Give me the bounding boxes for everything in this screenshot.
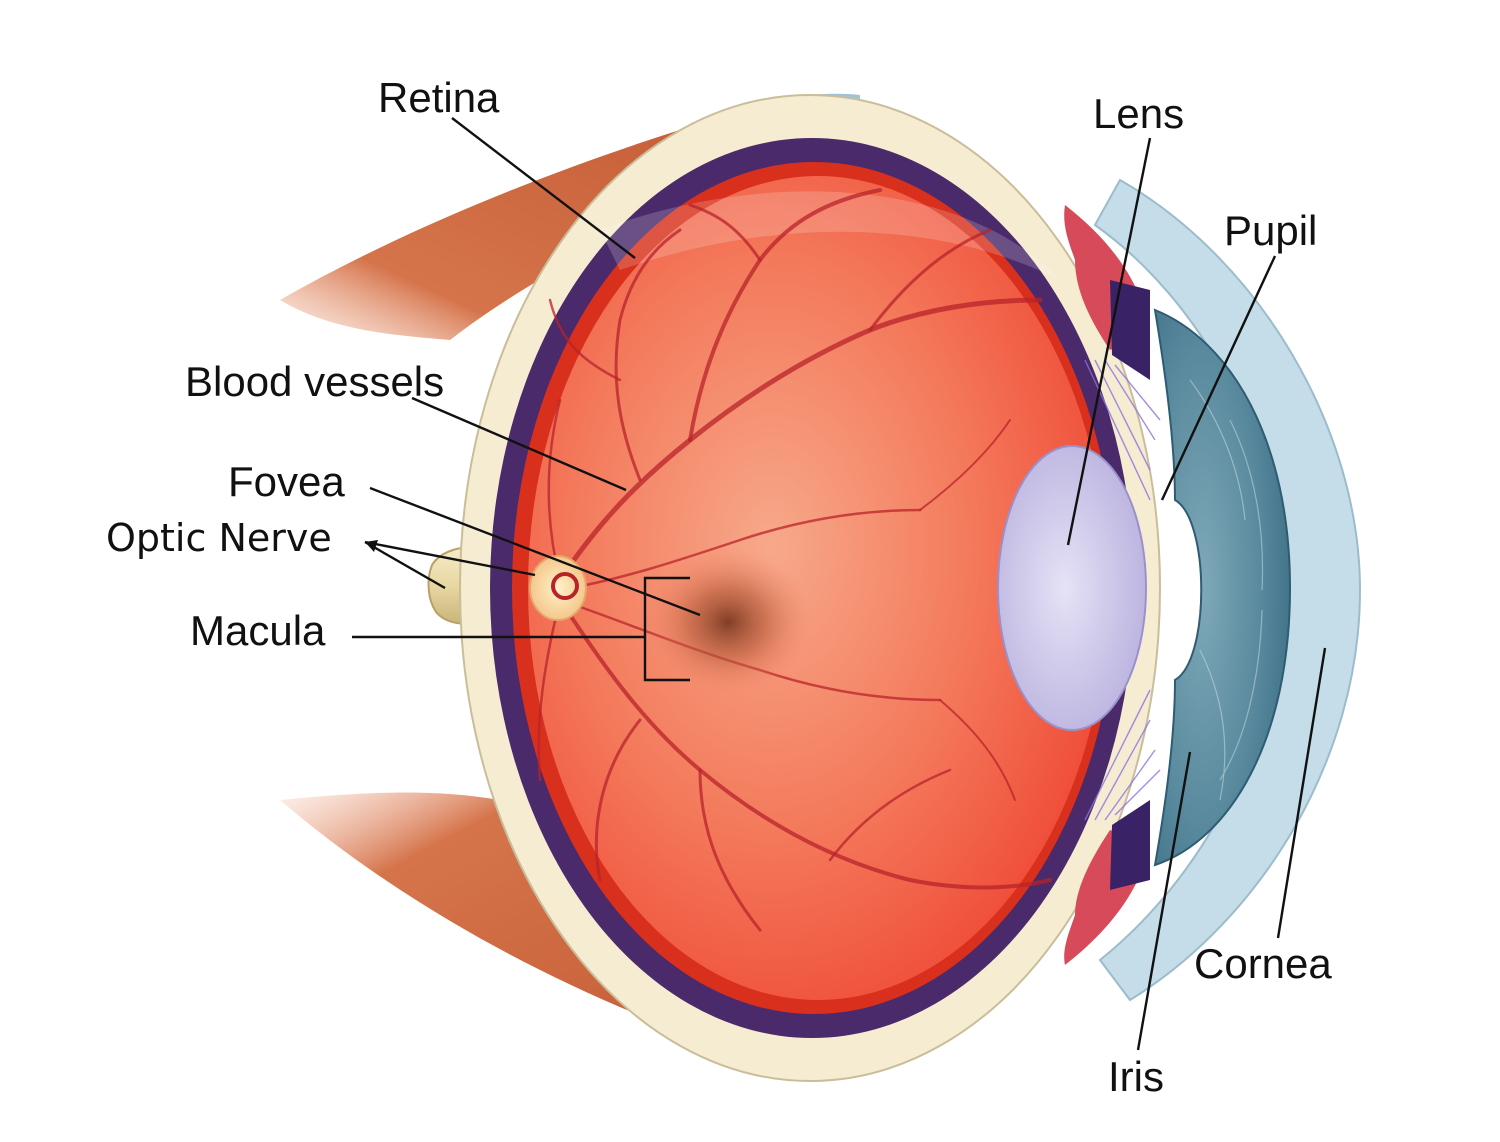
lens-label: Lens — [1093, 90, 1184, 137]
retina-leader — [451, 117, 636, 259]
iris-texture — [1189, 379, 1264, 801]
macula-bracket — [643, 576, 690, 682]
pupil-label: Pupil — [1224, 207, 1317, 254]
retinal-blood-vessels — [537, 188, 1052, 932]
pupil-leader — [1160, 255, 1277, 501]
cornea-leader — [1276, 647, 1327, 939]
optic-nerve-arrowhead — [365, 540, 378, 552]
leader-lines — [352, 117, 1327, 1051]
macula-label: Macula — [190, 607, 326, 654]
retina-label: Retina — [378, 74, 500, 121]
iris-shape — [1153, 308, 1292, 867]
optic-disc — [529, 555, 587, 621]
vitreous-body — [528, 176, 1108, 1000]
optic-nerve-label: Optic Nerve — [106, 516, 332, 560]
iris-leader — [1136, 751, 1192, 1051]
cornea-label: Cornea — [1194, 940, 1332, 987]
suspensory-space-lower — [1110, 800, 1150, 890]
optic-disc-vessel-knot — [551, 572, 579, 600]
zonular-fibers — [1084, 359, 1161, 821]
vitreous-highlight — [600, 191, 1060, 280]
lens-shape — [997, 445, 1147, 731]
blood-vessels-leader — [411, 396, 627, 492]
optic-nerve-leader-lower — [364, 540, 446, 590]
macula-region — [643, 547, 813, 697]
optic-nerve-leader-upper — [364, 540, 536, 577]
iris-label: Iris — [1108, 1053, 1164, 1100]
fovea-label: Fovea — [228, 458, 345, 505]
blood-vessels-label: Blood vessels — [185, 358, 444, 405]
lens-leader — [1066, 137, 1152, 546]
suspensory-space-upper — [1110, 280, 1150, 380]
